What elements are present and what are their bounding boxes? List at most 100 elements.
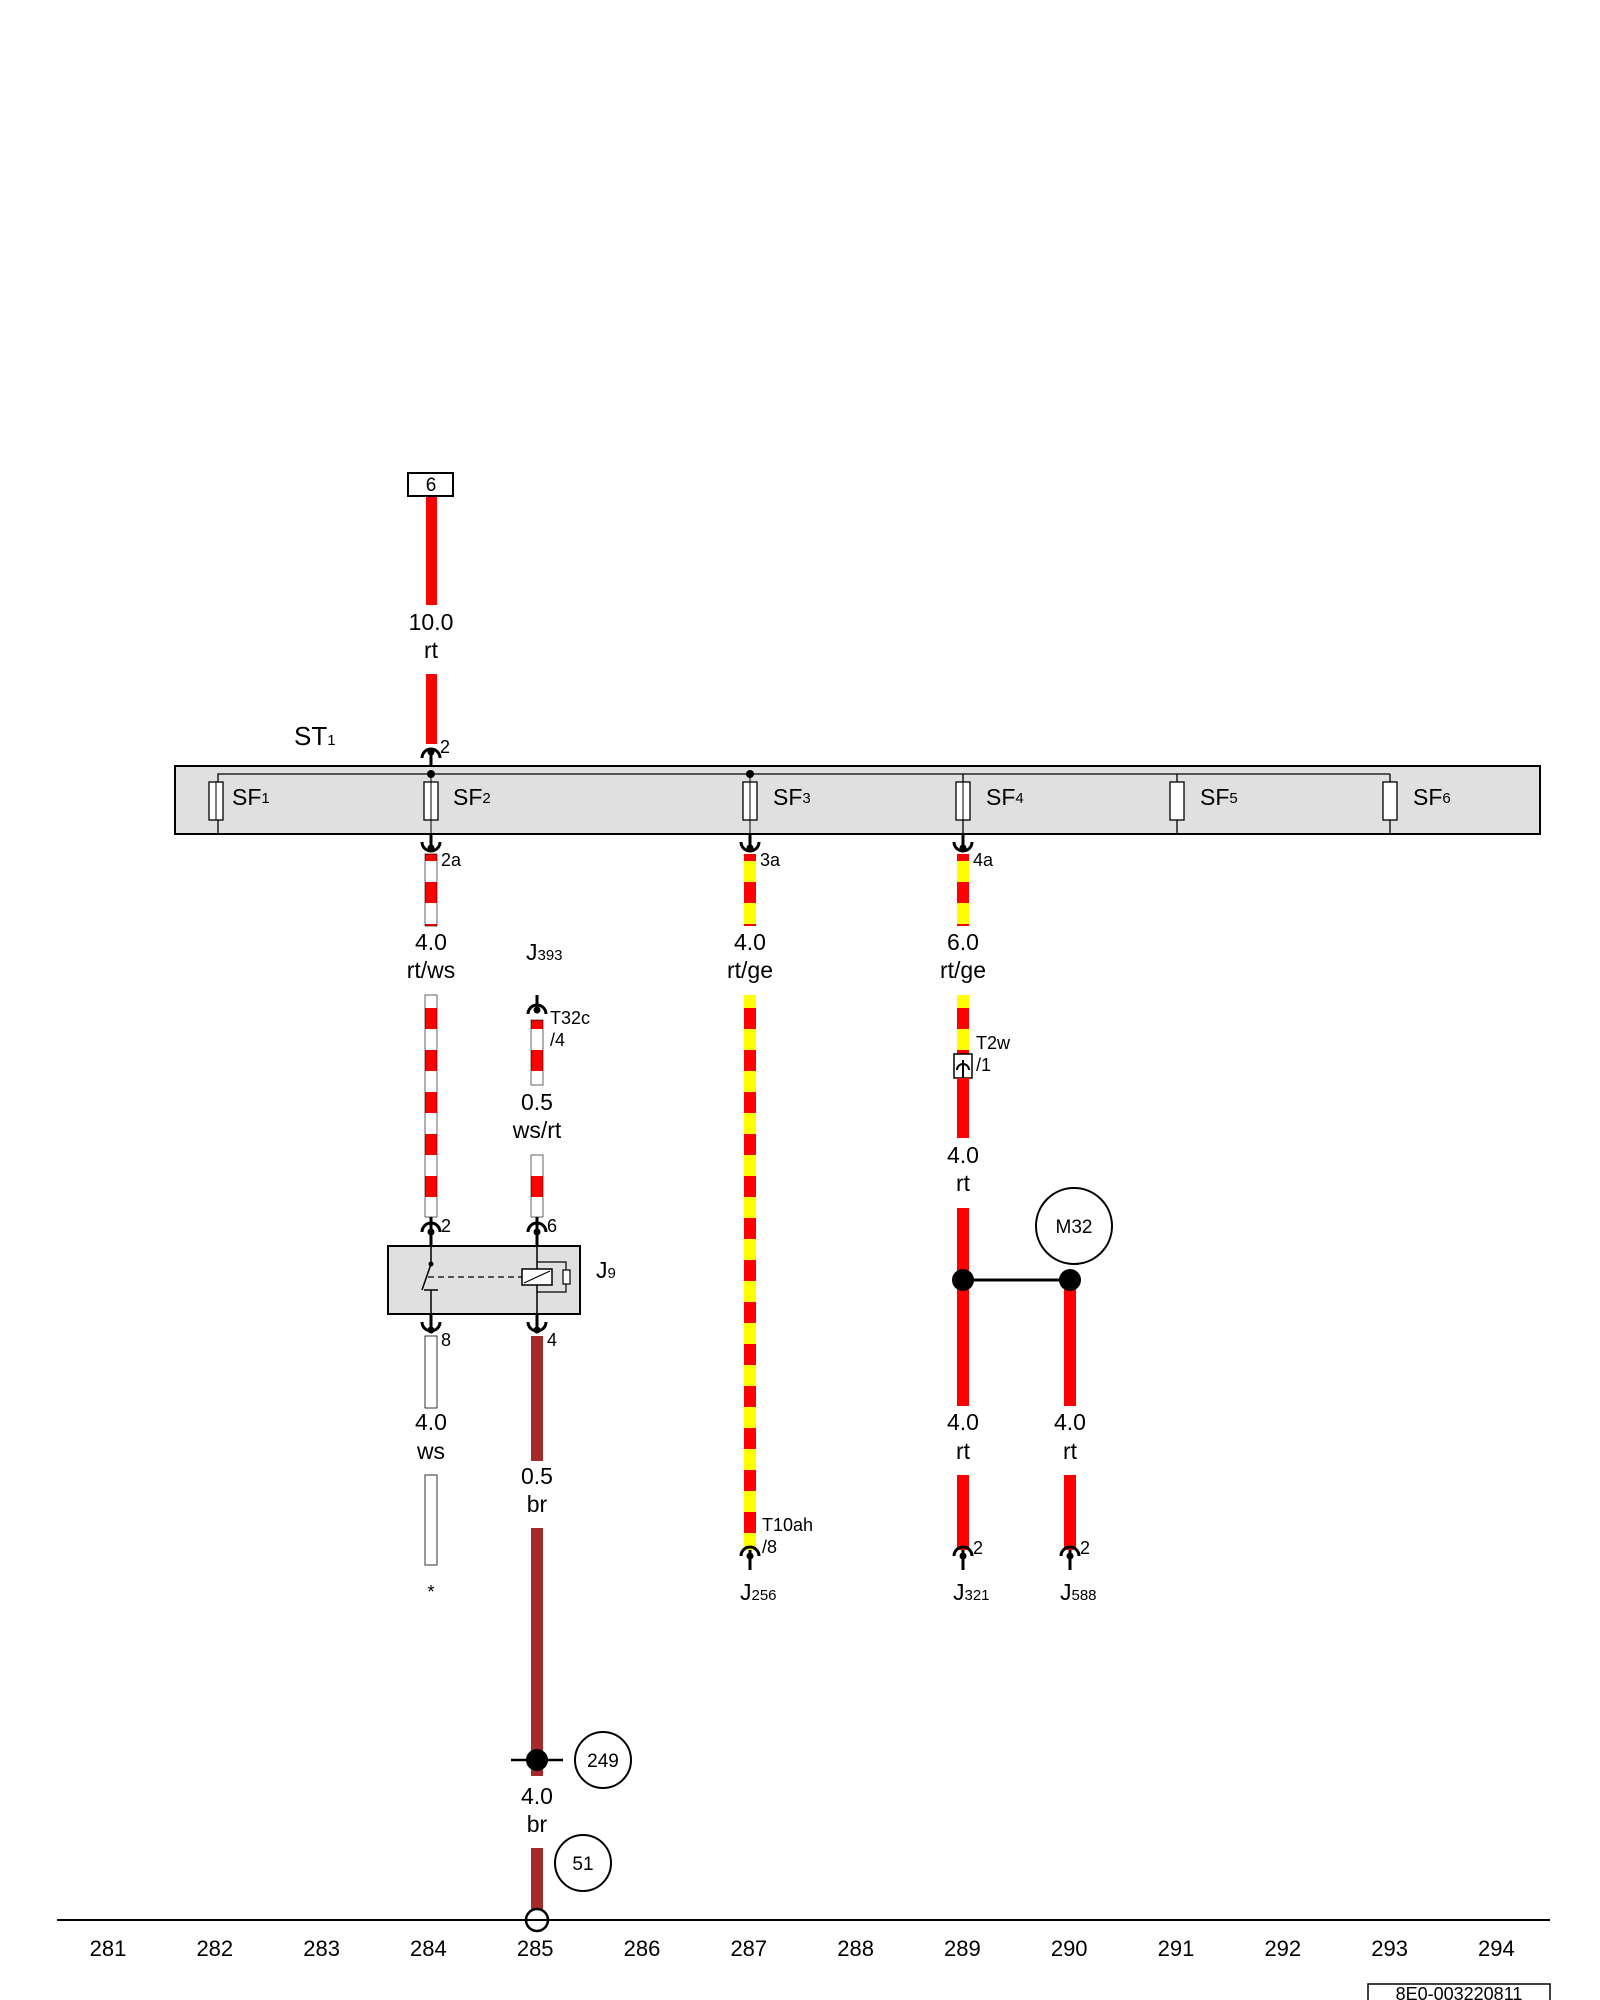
splice-junction-290 bbox=[1059, 1269, 1081, 1291]
wire-rt-289-c bbox=[957, 1475, 969, 1550]
ground-51-label: 51 bbox=[572, 1854, 593, 1875]
terminal-2a bbox=[420, 834, 442, 853]
gauge-05-a: 0.5 bbox=[521, 1089, 553, 1115]
color-rt-top: rt bbox=[424, 637, 439, 663]
grid-number-293: 293 bbox=[1371, 1936, 1408, 1961]
wire-br-middle bbox=[531, 1528, 543, 1776]
terminal-3a bbox=[739, 834, 761, 853]
wire-rtge-to-t2w bbox=[957, 995, 969, 1055]
wire-rtws-stub bbox=[424, 853, 438, 927]
wire-ws-lower bbox=[424, 1474, 438, 1566]
t2w-label: T2w bbox=[976, 1033, 1011, 1053]
grid-number-287: 287 bbox=[730, 1936, 767, 1961]
t2w-pin: /1 bbox=[976, 1055, 991, 1075]
pin-2a: 2a bbox=[441, 850, 462, 870]
color-rt-289-a: rt bbox=[956, 1170, 971, 1196]
t32c-label: T32c bbox=[550, 1008, 590, 1028]
wire-wsrt-lower bbox=[530, 1154, 544, 1218]
ground-249-label: 249 bbox=[587, 1751, 619, 1772]
j321-label: J321 bbox=[953, 1579, 990, 1605]
pin-j9-2: 2 bbox=[441, 1216, 451, 1236]
color-br-1: br bbox=[527, 1491, 548, 1517]
wire-10-rt-lower bbox=[426, 674, 437, 744]
gauge-289-b: 4.0 bbox=[947, 1142, 979, 1168]
gauge-289-c: 4.0 bbox=[947, 1409, 979, 1435]
terminal-j321 bbox=[952, 1545, 974, 1570]
color-rtge-1: rt/ge bbox=[727, 957, 773, 983]
wire-br-upper bbox=[531, 1336, 543, 1461]
gauge-10: 10.0 bbox=[409, 609, 454, 635]
pin-j9-8: 8 bbox=[441, 1330, 451, 1350]
j9-switch-symbol bbox=[421, 1246, 522, 1314]
m32-label: M32 bbox=[1056, 1217, 1093, 1238]
color-rt-289-b: rt bbox=[956, 1438, 971, 1464]
fuse-sf6 bbox=[1382, 781, 1398, 821]
wire-rtge-long bbox=[744, 995, 756, 1550]
grid-number-290: 290 bbox=[1051, 1936, 1088, 1961]
color-wsrt: ws/rt bbox=[512, 1117, 562, 1143]
ground-249-circle bbox=[574, 1731, 632, 1789]
ground-junction-249 bbox=[511, 1749, 563, 1771]
wire-rtge-stub bbox=[744, 854, 756, 926]
fuse-sf2 bbox=[423, 774, 439, 834]
wire-rtge-stub-2 bbox=[957, 854, 969, 926]
pin-st1-2: 2 bbox=[440, 737, 450, 757]
ground-51-circle bbox=[554, 1834, 612, 1892]
j588-label: J588 bbox=[1060, 1579, 1097, 1605]
color-ws: ws bbox=[416, 1438, 445, 1464]
pin-4a: 4a bbox=[973, 850, 994, 870]
sf2-label: SF2 bbox=[453, 784, 491, 810]
color-br-2: br bbox=[527, 1811, 548, 1837]
j256-label: J256 bbox=[740, 1579, 777, 1605]
drawing-number: 8E0-003220811 bbox=[1396, 1984, 1523, 2000]
color-rt-290: rt bbox=[1063, 1438, 1078, 1464]
color-rtge-2: rt/ge bbox=[940, 957, 986, 983]
m32-circle bbox=[1035, 1187, 1113, 1265]
pin-j321-2: 2 bbox=[973, 1538, 983, 1558]
j393-label: J393 bbox=[526, 939, 563, 965]
sf3-label: SF3 bbox=[773, 784, 811, 810]
fuse-sf5 bbox=[1169, 781, 1185, 821]
continuation-star: * bbox=[427, 1582, 434, 1602]
drawing-number-box bbox=[1367, 1983, 1551, 2000]
connector-6-box bbox=[407, 472, 454, 497]
wire-ws-upper bbox=[424, 1335, 438, 1409]
grid-number-285: 285 bbox=[517, 1936, 554, 1961]
gauge-05-b: 0.5 bbox=[521, 1463, 553, 1489]
grid-number-282: 282 bbox=[196, 1936, 233, 1961]
grid-number-291: 291 bbox=[1158, 1936, 1195, 1961]
gauge-287: 4.0 bbox=[734, 929, 766, 955]
terminal-st1-2 bbox=[420, 747, 442, 766]
gauge-284-a: 4.0 bbox=[415, 929, 447, 955]
t10ah-pin: /8 bbox=[762, 1537, 777, 1557]
terminal-t10ah bbox=[739, 1545, 761, 1570]
t32c-pin: /4 bbox=[550, 1030, 565, 1050]
grid-number-294: 294 bbox=[1478, 1936, 1515, 1961]
gauge-285: 4.0 bbox=[521, 1783, 553, 1809]
wire-10-rt-upper bbox=[426, 497, 437, 605]
terminal-t32c bbox=[526, 995, 548, 1015]
grid-number-286: 286 bbox=[624, 1936, 661, 1961]
fuse-sf3 bbox=[742, 774, 758, 834]
connector-6-label: 6 bbox=[426, 475, 437, 496]
splice-junction-289 bbox=[952, 1269, 974, 1291]
terminal-j9-2 bbox=[420, 1217, 442, 1246]
grid-number-283: 283 bbox=[303, 1936, 340, 1961]
gauge-290: 4.0 bbox=[1054, 1409, 1086, 1435]
grid-number-292: 292 bbox=[1264, 1936, 1301, 1961]
sf6-label: SF6 bbox=[1413, 784, 1451, 810]
grid-number-288: 288 bbox=[837, 1936, 874, 1961]
grid-number-281: 281 bbox=[90, 1936, 127, 1961]
wire-rt-290-b bbox=[1064, 1475, 1076, 1550]
terminal-j9-6 bbox=[526, 1217, 548, 1246]
pin-3a: 3a bbox=[760, 850, 781, 870]
fuse-sf1 bbox=[208, 781, 224, 821]
sf1-label: SF1 bbox=[232, 784, 270, 810]
st1-fuse-carrier bbox=[174, 765, 1541, 835]
terminal-j9-8 bbox=[420, 1314, 442, 1334]
j9-coil-symbol bbox=[521, 1246, 571, 1314]
sf4-label: SF4 bbox=[986, 784, 1024, 810]
wire-rt-289-b bbox=[957, 1208, 969, 1406]
